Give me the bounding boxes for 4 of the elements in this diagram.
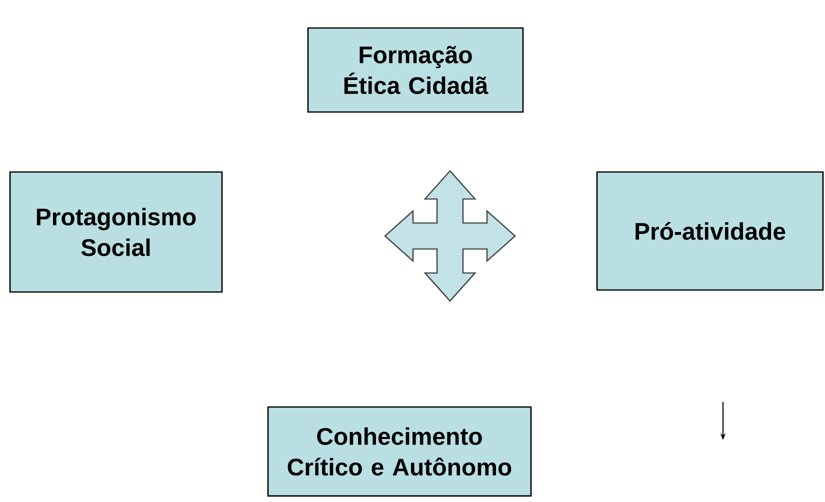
text-box: Formação Ética Cidadã — [307, 27, 524, 113]
text-box: Conhecimento Crítico e Autônomo — [267, 406, 532, 497]
text-box: Pró-atividade — [596, 171, 824, 291]
text-box: Protagonismo Social — [9, 171, 223, 293]
